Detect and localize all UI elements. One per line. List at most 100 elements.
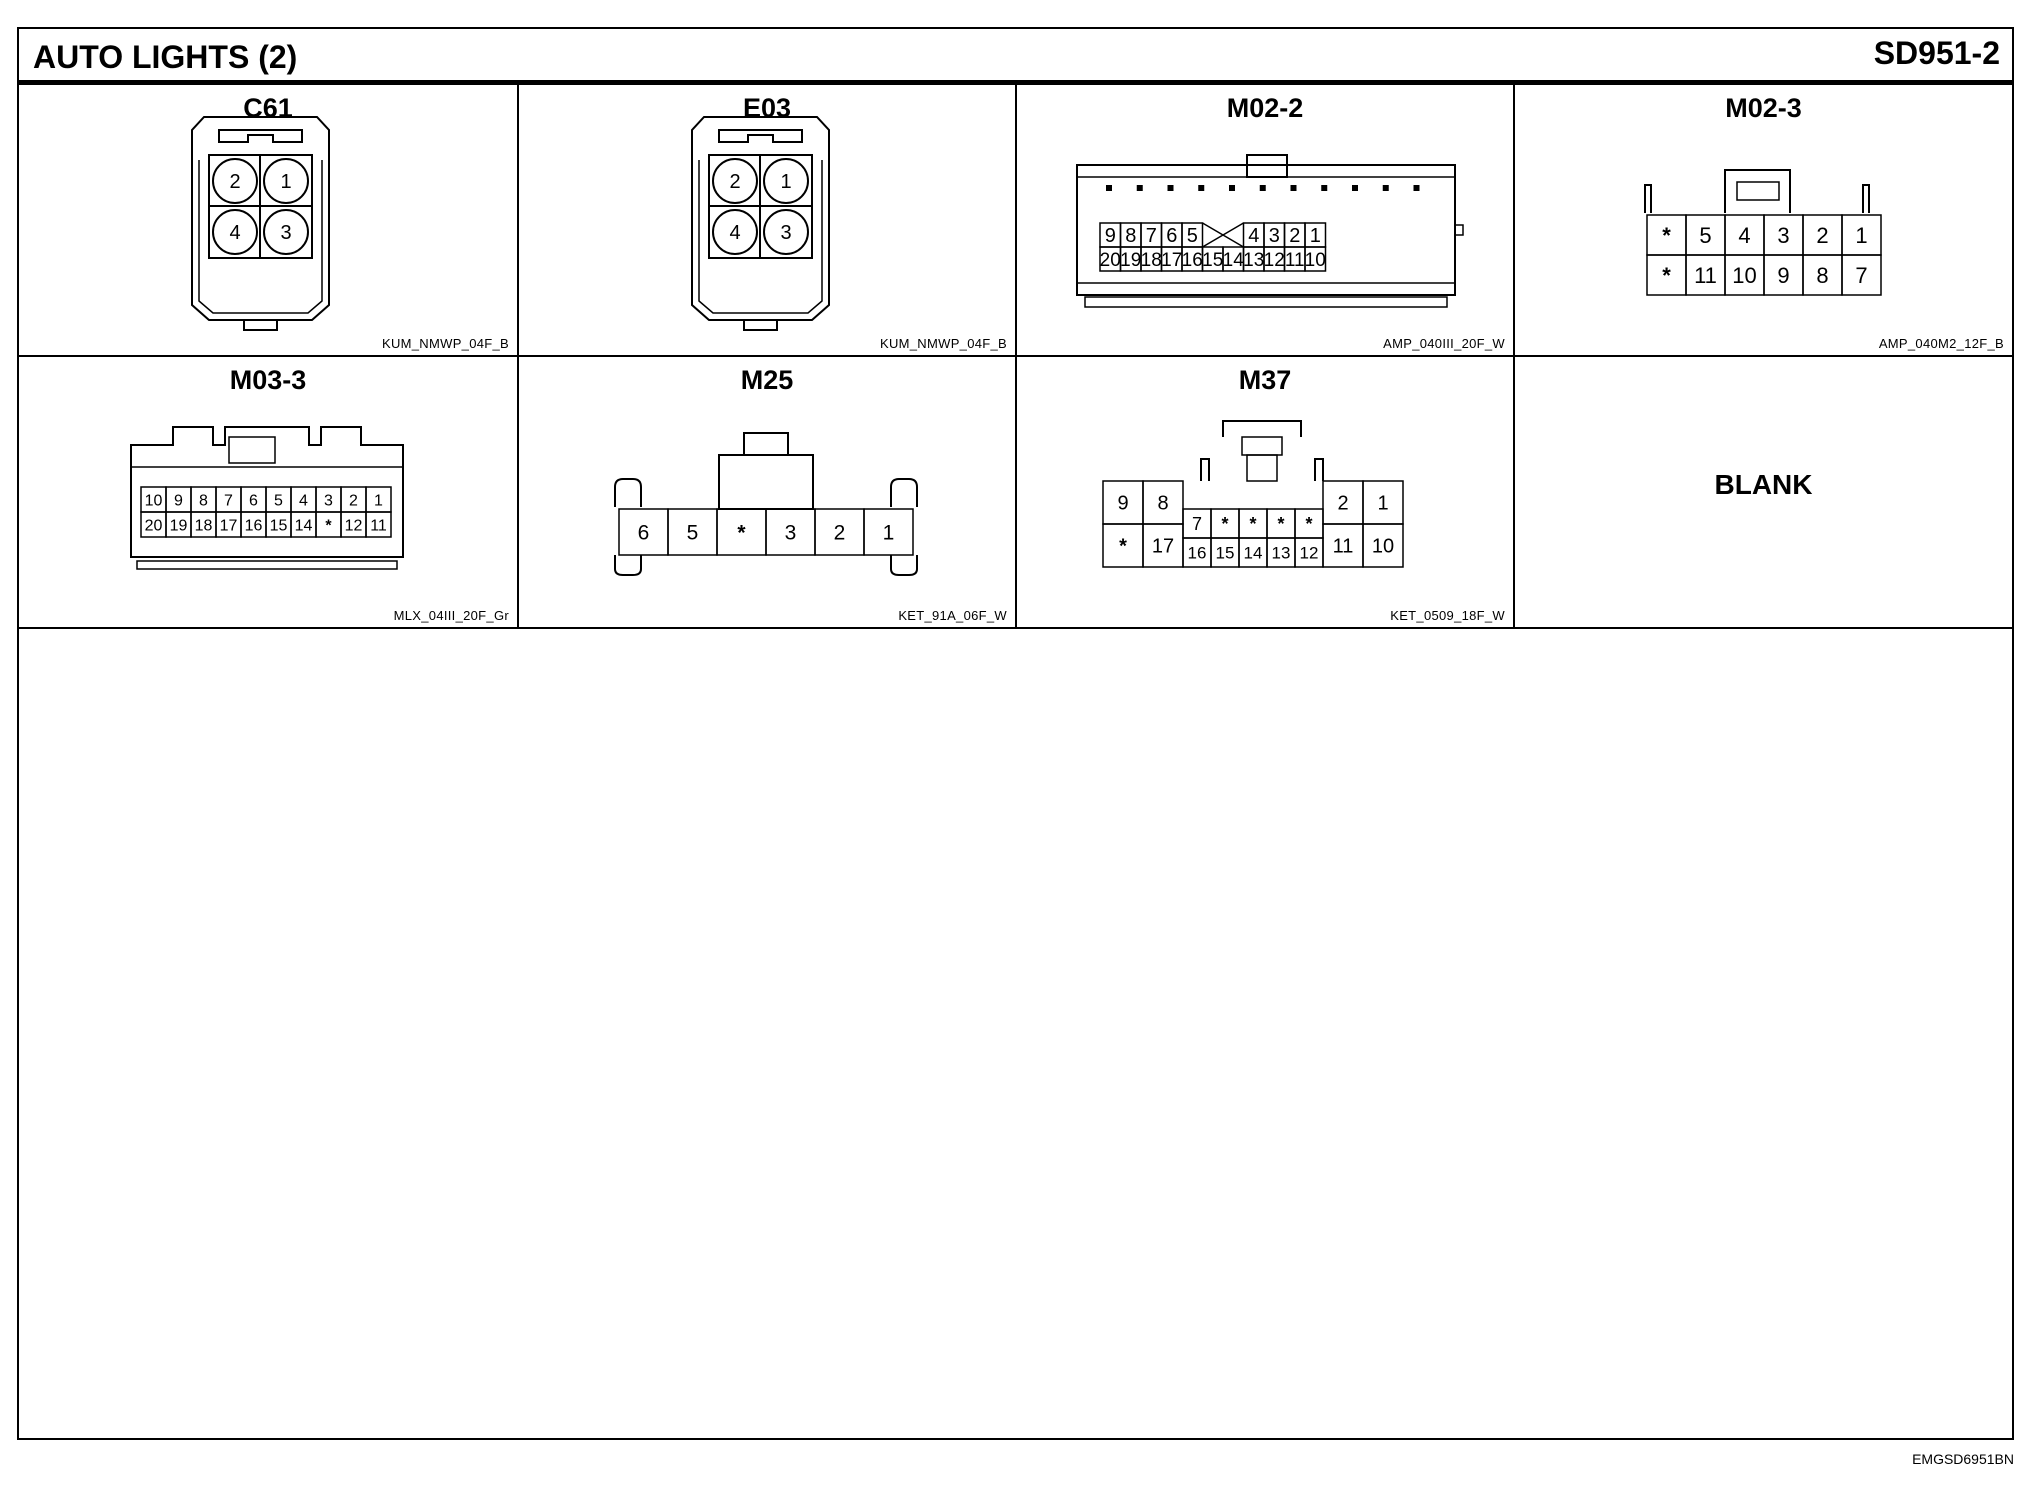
connector-name: M02-2 — [1226, 93, 1304, 123]
pin-label: 8 — [1125, 225, 1136, 247]
pin-label: 8 — [199, 492, 208, 509]
pin-cell — [1362, 523, 1404, 568]
pin-label: 19 — [170, 517, 188, 534]
connector-type: MLX_04III_20F_Gr — [393, 608, 509, 623]
pin-label: 5 — [1187, 225, 1198, 247]
pin-label: 1 — [280, 171, 291, 193]
pin-label: 14 — [1223, 250, 1245, 271]
connector-type: AMP_040III_20F_W — [1383, 336, 1505, 351]
connector-type: AMP_040M2_12F_B — [1878, 336, 2004, 351]
pin-label: 3 — [1777, 223, 1789, 248]
page-title: AUTO LIGHTS (2) — [33, 39, 298, 75]
pin-label: 11 — [1333, 536, 1354, 558]
pin-circle — [263, 158, 309, 204]
pin-label: * — [1221, 514, 1228, 534]
pin-label: 1 — [1310, 225, 1321, 247]
pin-label: 4 — [299, 492, 308, 509]
pin-label: 15 — [1216, 544, 1235, 563]
pin-label: * — [1249, 514, 1256, 534]
pin-label: 5 — [687, 522, 699, 545]
title-bar: AUTO LIGHTS (2) SD951-2 — [19, 29, 2012, 85]
latch-tick — [1106, 185, 1112, 191]
pin-label: 11 — [1694, 263, 1717, 288]
pin-label: 10 — [1305, 250, 1326, 271]
pin-label: 13 — [1243, 250, 1264, 271]
pin-label: 6 — [249, 492, 258, 509]
pin-label: * — [1662, 263, 1671, 288]
pin-label: 4 — [1738, 223, 1750, 248]
pin-circle — [212, 158, 258, 204]
pin-label: * — [1119, 536, 1127, 558]
pin-circle — [263, 209, 309, 255]
connector-name: M25 — [740, 365, 794, 395]
pin-label: 1 — [780, 171, 791, 193]
pin-label: 16 — [1182, 250, 1203, 271]
pin-label: 19 — [1120, 250, 1141, 271]
connector-name: M02-3 — [1725, 93, 1802, 123]
latch-tick — [1413, 185, 1420, 191]
pin-label: 7 — [224, 492, 233, 509]
pin-label: 17 — [1161, 250, 1182, 271]
pin-circle — [712, 209, 758, 255]
pin-label: 6 — [638, 522, 650, 545]
pin-label: 12 — [1300, 544, 1319, 563]
pin-label: 3 — [324, 492, 333, 509]
pin-label: 14 — [295, 517, 313, 534]
latch-tick — [1198, 185, 1205, 191]
pin-label: 15 — [1202, 250, 1223, 271]
pin-label: 10 — [1372, 536, 1394, 558]
pin-label: 4 — [729, 222, 740, 244]
page-code: SD951-2 — [1873, 35, 2000, 71]
latch-tick — [1229, 185, 1235, 191]
pin-circle — [712, 158, 758, 204]
pin-label: 1 — [883, 522, 895, 545]
pin-label: 2 — [729, 171, 740, 193]
footer-code: EMGSD6951BN — [1912, 1451, 2014, 1467]
connector-name: M37 — [1238, 365, 1292, 395]
pin-label: 18 — [1141, 250, 1162, 271]
pin-label: * — [1277, 514, 1284, 534]
pin-label: 2 — [834, 522, 846, 545]
no-pin-mark — [1202, 222, 1244, 248]
pin-circle — [763, 209, 809, 255]
latch-tick — [1136, 185, 1143, 191]
pin-cell — [1304, 246, 1327, 272]
pin-label: 2 — [349, 492, 358, 509]
pin-label: 17 — [220, 517, 238, 534]
pin-label: 9 — [1777, 263, 1789, 288]
latch-tick — [1382, 185, 1389, 191]
pin-label: 10 — [145, 492, 163, 509]
connector-type: KUM_NMWP_04F_B — [381, 336, 509, 351]
pin-label: 9 — [1117, 493, 1128, 515]
pin-label: * — [737, 522, 746, 545]
pin-label: 10 — [1732, 263, 1756, 288]
pin-label: 6 — [1166, 225, 1177, 247]
pin-label: 2 — [1337, 493, 1348, 515]
pin-label: 3 — [280, 222, 291, 244]
pin-label: 4 — [1248, 225, 1259, 247]
latch-tick — [1321, 185, 1328, 191]
pin-label: 20 — [1100, 250, 1121, 271]
pin-label: 4 — [229, 222, 240, 244]
pin-label: 11 — [370, 517, 387, 534]
pin-label: 1 — [1855, 223, 1867, 248]
pin-label: * — [325, 517, 332, 534]
pin-label: 8 — [1816, 263, 1828, 288]
pin-label: 5 — [1699, 223, 1711, 248]
pin-label: 15 — [270, 517, 288, 534]
pin-label: 18 — [195, 517, 213, 534]
pin-label: 7 — [1146, 225, 1157, 247]
pin-circle — [763, 158, 809, 204]
pin-label: 14 — [1244, 544, 1263, 563]
pin-label: 20 — [145, 517, 163, 534]
pin-label: 1 — [1377, 493, 1388, 515]
